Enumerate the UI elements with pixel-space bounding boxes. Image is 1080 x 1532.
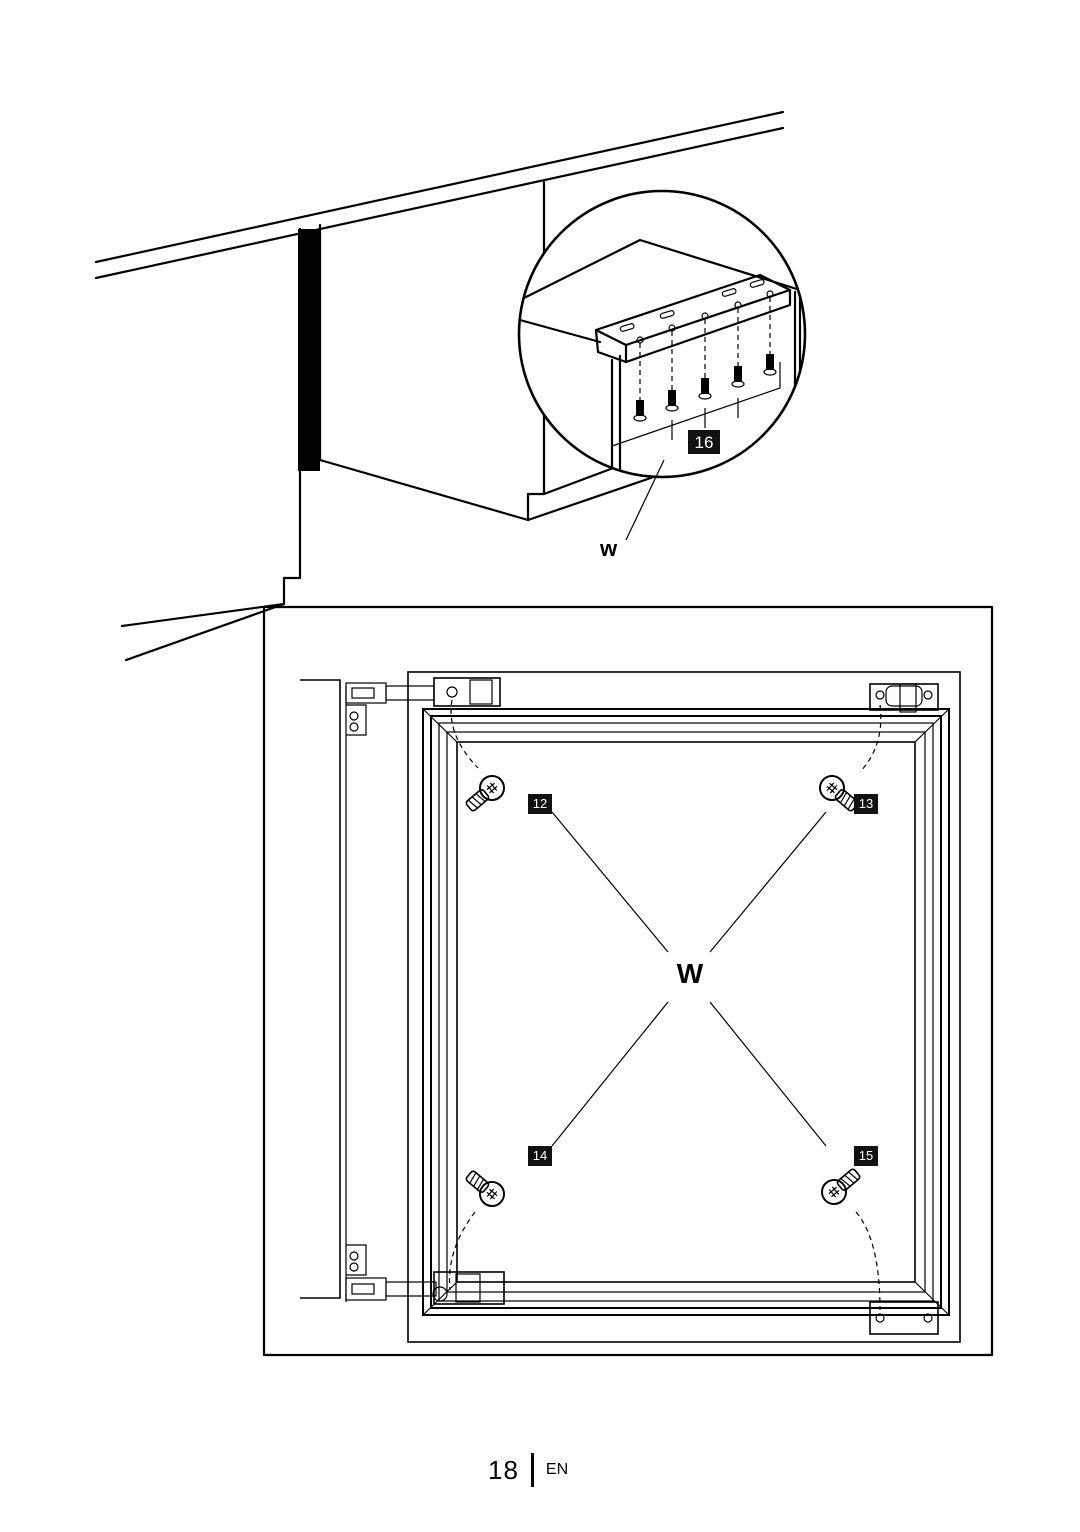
screw-icon-12 bbox=[465, 775, 505, 812]
badge-14 bbox=[528, 1146, 552, 1166]
hinge-top-left bbox=[345, 677, 501, 736]
screw-icon bbox=[633, 354, 777, 422]
badge-number-14: 14 bbox=[532, 1148, 548, 1163]
hinge-bottom-left bbox=[345, 1244, 505, 1305]
screw-icon-14 bbox=[465, 1170, 505, 1207]
seam-strip bbox=[298, 229, 320, 471]
callout-badge-16 bbox=[688, 430, 720, 454]
top-illustration-cabinet bbox=[94, 110, 785, 662]
badge-number-13: 13 bbox=[858, 796, 874, 811]
badge-12 bbox=[528, 794, 552, 814]
detail-magnifier bbox=[517, 189, 807, 541]
part-label-w-top: W bbox=[600, 536, 618, 561]
language-code: EN bbox=[545, 1461, 569, 1478]
badge-13 bbox=[854, 794, 878, 814]
callout-number-16: 16 bbox=[694, 433, 714, 452]
page-number: 18 bbox=[488, 1454, 519, 1485]
badge-number-15: 15 bbox=[858, 1148, 874, 1163]
part-label-w-center: W bbox=[676, 958, 704, 989]
footer-divider bbox=[530, 1453, 534, 1487]
screw-icon-15 bbox=[821, 1168, 861, 1205]
badge-15 bbox=[854, 1146, 878, 1166]
bracket-bottom-right bbox=[869, 1301, 939, 1335]
hinge-top-right bbox=[869, 683, 939, 713]
badge-number-12: 12 bbox=[532, 796, 548, 811]
page-footer: 18 EN bbox=[488, 1452, 568, 1488]
